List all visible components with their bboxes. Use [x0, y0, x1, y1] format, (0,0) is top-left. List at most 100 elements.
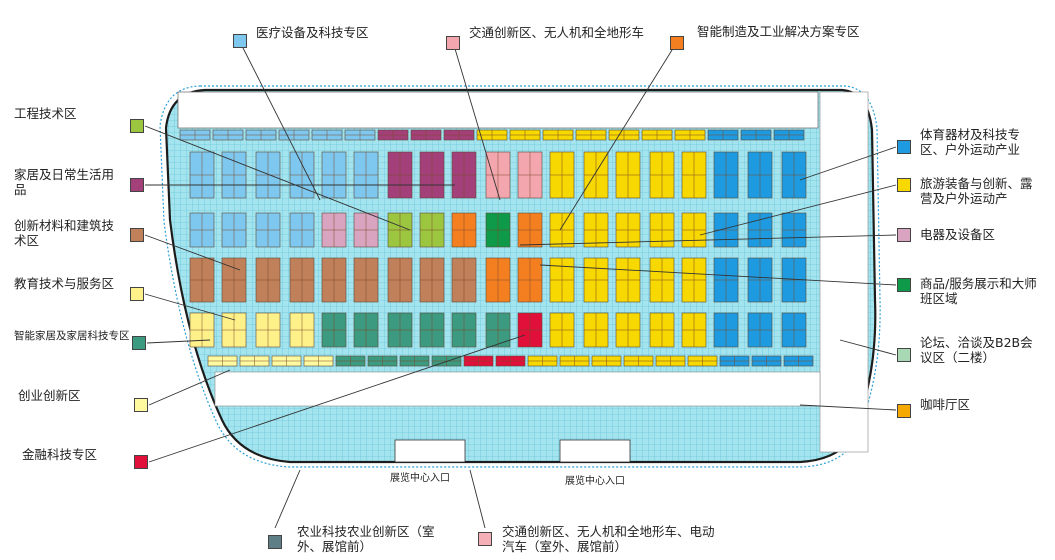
legend-swatch-manufacturing [670, 36, 684, 50]
stall-divider [486, 258, 510, 302]
stall-divider [290, 213, 314, 247]
stall-divider [774, 130, 804, 140]
leader-line [144, 293, 236, 321]
stall-divider [444, 130, 474, 140]
legend-label-engineering: 工程技术区 [14, 106, 77, 121]
legend-swatch-engineering [130, 119, 144, 133]
stall-divider [752, 356, 781, 366]
stall-divider [222, 258, 246, 302]
stall-divider [246, 130, 276, 140]
stall-divider [486, 152, 510, 198]
stall-divider [420, 213, 444, 247]
stall-divider [642, 130, 672, 140]
legend-swatch-startup [134, 398, 148, 412]
stall-divider [784, 356, 813, 366]
stall-divider [322, 258, 346, 302]
stall-divider [486, 213, 510, 247]
stall-divider [290, 152, 314, 198]
legend-swatch-travel [897, 178, 911, 192]
stall-divider [222, 213, 246, 247]
stall-divider [400, 356, 429, 366]
stall-divider [486, 313, 510, 347]
stall-divider [682, 258, 706, 302]
stall-divider [584, 152, 608, 198]
stall-divider [354, 258, 378, 302]
legend-label-home: 家居及日常生活用品 [14, 167, 115, 197]
stall-divider [432, 356, 461, 366]
stall-divider [190, 152, 214, 198]
legend-swatch-fintech [134, 455, 148, 469]
legend-label-transport: 交通创新区、无人机和全地形车 [469, 25, 645, 40]
service-strip-top [177, 91, 819, 129]
leader-line [699, 184, 897, 236]
stall-divider [420, 258, 444, 302]
leader-line [274, 469, 301, 529]
leader-line [539, 264, 897, 286]
stall-divider [354, 152, 378, 198]
stall-divider [452, 258, 476, 302]
stall-divider [354, 213, 378, 247]
stall-divider [708, 130, 738, 140]
stall-divider [180, 130, 210, 140]
stall-divider [388, 313, 412, 347]
leader-line [799, 146, 897, 181]
leader-line [799, 404, 897, 411]
stall-divider [322, 313, 346, 347]
stall-divider [322, 152, 346, 198]
stall-divider [272, 356, 301, 366]
stall-divider [550, 313, 574, 347]
leader-line [239, 41, 321, 201]
stall-divider [279, 130, 309, 140]
legend-label-education: 教育技术与服务区 [14, 276, 115, 291]
stall-divider [543, 130, 573, 140]
hall-outer-outline [159, 85, 881, 468]
stall-divider [748, 152, 772, 198]
stall-divider [256, 258, 280, 302]
stall-divider [388, 258, 412, 302]
legend-swatch-electrical [897, 228, 911, 242]
legend-label-electrical: 电器及设备区 [920, 227, 996, 242]
stall-divider [190, 213, 214, 247]
stall-divider [616, 258, 640, 302]
stall-divider [208, 356, 237, 366]
service-area-bottom [214, 371, 821, 407]
stall-divider [256, 152, 280, 198]
stall-divider [650, 258, 674, 302]
stall-divider [624, 356, 653, 366]
stall-divider [584, 258, 608, 302]
entrance-door [559, 439, 631, 463]
stall-layer [179, 129, 814, 463]
legend-swatch-sports [897, 140, 911, 154]
stall-divider [464, 356, 493, 366]
legend-label-transport-outdoor: 交通创新区、无人机和全地形车、电动汽车（室外、展馆前） [502, 524, 715, 554]
legend-swatch-forum [897, 348, 911, 362]
stall-divider [748, 313, 772, 347]
stall-divider [518, 313, 542, 347]
stall-divider [650, 152, 674, 198]
stall-divider [213, 130, 243, 140]
leader-line [519, 234, 897, 246]
leader-line [144, 234, 241, 271]
stall-divider [222, 313, 246, 347]
stall-divider [411, 130, 441, 140]
stall-divider [452, 313, 476, 347]
stall-divider [518, 213, 542, 247]
stall-divider [518, 258, 542, 302]
stall-divider [748, 213, 772, 247]
stall-divider [290, 258, 314, 302]
leader-line [148, 369, 231, 406]
stall-divider [452, 152, 476, 198]
entrance-label: 展览中心入口 [565, 474, 625, 487]
legend-swatch-education [130, 287, 144, 301]
leader-line [146, 339, 211, 344]
stall-divider [388, 152, 412, 198]
stall-divider [782, 313, 806, 347]
stall-divider [682, 313, 706, 347]
stall-divider [550, 258, 574, 302]
stall-divider [420, 152, 444, 198]
stall-divider [609, 130, 639, 140]
stall-divider [304, 356, 333, 366]
stall-divider [336, 356, 365, 366]
